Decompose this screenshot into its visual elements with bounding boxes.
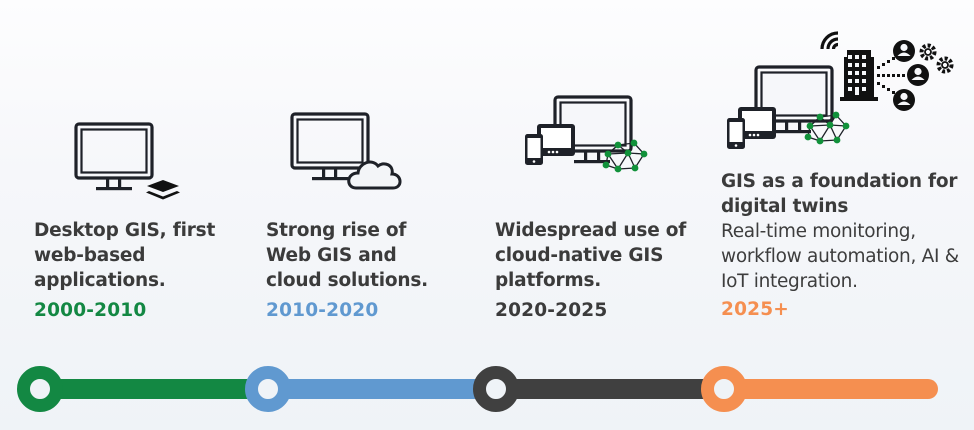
era-title: Desktop GIS, first web-based application… <box>34 220 216 291</box>
timeline-segment-2025-plus <box>724 379 938 399</box>
layers-icon <box>146 180 180 200</box>
timeline-bar <box>0 360 974 420</box>
era-2025-plus: GIS as a foundation for digital twins Re… <box>721 169 959 322</box>
monitor-with-cloud-icon <box>290 112 402 190</box>
era-2010-2020: Strong rise of Web GIS and cloud solutio… <box>266 218 428 323</box>
timeline-segment-2000-2010 <box>40 379 270 399</box>
era-years: 2020-2025 <box>495 300 608 321</box>
era-years: 2000-2010 <box>34 300 147 321</box>
timeline-node-2025 <box>701 366 747 412</box>
timeline-segment-2010-2020 <box>268 379 498 399</box>
network-graph-icon <box>807 114 847 142</box>
era-years: 2025+ <box>721 299 789 320</box>
era-title: GIS as a foundation for digital twins <box>721 171 958 217</box>
desktop-monitor-with-layers-icon <box>74 122 180 200</box>
wifi-signal-icon <box>820 31 839 50</box>
dotted-connectors <box>877 57 905 94</box>
user-icon-bottom <box>893 89 915 111</box>
digital-twin-devices-building-users-icon <box>727 31 954 149</box>
building-icon <box>840 50 878 101</box>
cloud-icon <box>347 160 402 190</box>
user-icon-top <box>893 40 915 62</box>
phone-icon <box>727 118 745 149</box>
timeline-node-2020 <box>473 366 519 412</box>
era-2000-2010: Desktop GIS, first web-based application… <box>34 218 215 323</box>
tablet-icon <box>738 107 776 139</box>
network-graph-icon <box>605 142 645 170</box>
era-2020-2025: Widespread use of cloud-native GIS platf… <box>495 218 686 323</box>
timeline-node-2000 <box>17 366 63 412</box>
gear-icon <box>919 43 954 74</box>
timeline-segment-2020-2025 <box>496 379 726 399</box>
tablet-icon <box>537 124 575 156</box>
era-description: Real-time monitoring, workflow automatio… <box>721 221 959 292</box>
timeline-node-2010 <box>245 366 291 412</box>
user-icon-middle <box>907 64 929 86</box>
era-title: Strong rise of Web GIS and cloud solutio… <box>266 220 429 291</box>
phone-icon <box>525 134 543 165</box>
era-years: 2010-2020 <box>266 300 379 321</box>
era-title: Widespread use of cloud-native GIS platf… <box>495 220 687 291</box>
multi-device-network-icon <box>525 95 648 173</box>
